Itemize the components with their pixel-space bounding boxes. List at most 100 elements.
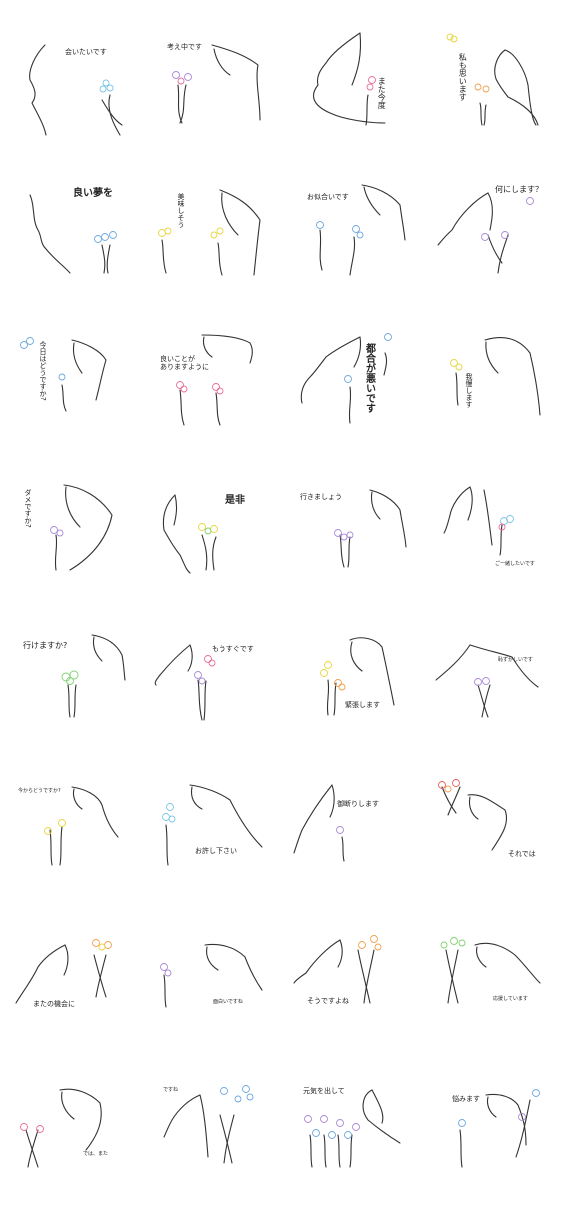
sticker-drawing	[165, 784, 263, 866]
flower-icon	[194, 655, 216, 685]
sticker-drawing	[435, 644, 539, 718]
sticker-drawing	[161, 189, 261, 276]
flower-icon	[176, 381, 224, 395]
sticker-drawing	[312, 32, 386, 126]
sticker-caption: もうすぐです	[212, 645, 254, 653]
flower-icon	[162, 803, 176, 823]
sticker-13[interactable]: ダメですか?	[10, 475, 150, 625]
sticker-29[interactable]: では、また	[10, 1075, 150, 1225]
flower-icon	[220, 1085, 254, 1103]
flower-icon	[94, 231, 117, 243]
flower-icon	[481, 197, 534, 241]
sticker-caption: 応援しています	[493, 996, 528, 1002]
sticker-caption: 今からどうですか?	[18, 788, 61, 794]
sticker-caption: また今度	[377, 77, 387, 109]
flower-icon	[358, 935, 382, 951]
sticker-19[interactable]: 緊張します	[290, 625, 430, 775]
sticker-caption: 我慢します	[465, 373, 474, 408]
sticker-caption: 悩みます	[452, 1095, 480, 1103]
sticker-drawing	[54, 484, 113, 571]
sticker-23[interactable]: 御断りします	[290, 775, 430, 925]
sticker-caption: それでは	[508, 850, 536, 858]
sticker-caption: 都合が悪いです	[363, 343, 375, 413]
sticker-21[interactable]: 今からどうですか?	[10, 775, 150, 925]
sticker-caption: 良いことが ありますように	[160, 355, 209, 372]
sticker-10[interactable]: 良いことが ありますように	[150, 325, 290, 475]
sticker-14[interactable]: 是非	[150, 475, 290, 625]
flower-icon	[320, 661, 346, 691]
sticker-drawing	[445, 942, 541, 1004]
sticker-drawing	[15, 944, 107, 1004]
sticker-caption: ダメですか?	[24, 489, 33, 528]
flower-icon	[92, 939, 112, 951]
flower-icon	[20, 1123, 44, 1133]
sticker-27[interactable]: そうですよね	[290, 925, 430, 1075]
sticker-3[interactable]: また今度	[290, 25, 430, 175]
sticker-caption: 行きましょう	[300, 493, 342, 501]
sticker-caption: お似合いです	[307, 193, 349, 201]
sticker-caption: 今日はどうですか?	[39, 341, 48, 401]
sticker-drawing	[179, 334, 253, 426]
sticker-24[interactable]: それでは	[430, 775, 562, 925]
sticker-caption: またの機会に	[33, 1000, 75, 1008]
sticker-caption: 私も思います	[458, 53, 468, 101]
flower-icon	[20, 337, 66, 381]
sticker-31[interactable]: 元気を出して	[290, 1075, 430, 1225]
sticker-16[interactable]: ご一緒したいです	[430, 475, 562, 625]
sticker-6[interactable]: 美味しそう	[150, 175, 290, 325]
sticker-drawing	[67, 634, 126, 718]
sticker-caption: そうですよね	[307, 997, 349, 1005]
flower-icon	[446, 33, 490, 93]
sticker-5[interactable]: 良い夢を	[10, 175, 150, 325]
sticker-drawing	[29, 44, 123, 136]
flower-icon	[50, 526, 64, 537]
sticker-drawing	[293, 939, 375, 1004]
sticker-28[interactable]: 応援しています	[430, 925, 562, 1075]
sticker-30[interactable]: ですね	[150, 1075, 290, 1225]
sticker-drawing	[300, 336, 388, 424]
sticker-drawing	[49, 786, 119, 866]
flower-icon	[172, 71, 192, 85]
sticker-drawing	[319, 184, 406, 276]
sticker-11[interactable]: 都合が悪いです	[290, 325, 430, 475]
sticker-caption: お許し下さい	[195, 847, 237, 855]
sticker-7[interactable]: お似合いです	[290, 175, 430, 325]
sticker-drawing	[293, 784, 345, 862]
sticker-caption: 何にします？	[495, 185, 543, 194]
sticker-caption: ですね	[163, 1087, 179, 1093]
sticker-25[interactable]: またの機会に	[10, 925, 150, 1075]
sticker-drawing	[443, 486, 503, 556]
sticker-drawing	[25, 1088, 102, 1168]
sticker-caption: では、また	[83, 1151, 109, 1157]
sticker-8[interactable]: 何にします？	[430, 175, 562, 325]
sticker-32[interactable]: 悩みます	[430, 1075, 562, 1225]
sticker-2[interactable]: 考え中です	[150, 25, 290, 175]
sticker-caption: 美味しそう	[177, 193, 186, 228]
sticker-12[interactable]: 我慢します	[430, 325, 562, 475]
sticker-15[interactable]: 行きましょう	[290, 475, 430, 625]
sticker-drawing	[459, 1093, 531, 1168]
flower-icon	[198, 523, 218, 535]
sticker-drawing	[441, 786, 508, 851]
sticker-9[interactable]: 今日はどうですか?	[10, 325, 150, 475]
sticker-4[interactable]: 私も思います	[430, 25, 562, 175]
sticker-drawing	[163, 943, 263, 1008]
sticker-20[interactable]: 恥ずかしいです	[430, 625, 562, 775]
sticker-26[interactable]: 面白いですね	[150, 925, 290, 1075]
sticker-caption: 面白いですね	[213, 999, 243, 1005]
sticker-drawing	[61, 339, 107, 412]
flower-icon	[344, 333, 392, 383]
flower-icon	[99, 79, 114, 93]
sticker-18[interactable]: もうすぐです	[150, 625, 290, 775]
flower-icon	[61, 670, 79, 685]
sticker-1[interactable]: 会いたいです	[10, 25, 150, 175]
flower-icon	[44, 819, 66, 835]
sticker-drawing	[29, 194, 111, 274]
flower-icon	[158, 227, 224, 239]
sticker-caption: 行けますか?	[23, 641, 68, 650]
sticker-caption: 会いたいです	[65, 48, 107, 56]
sticker-17[interactable]: 行けますか?	[10, 625, 150, 775]
sticker-caption: 恥ずかしいです	[498, 657, 533, 663]
sticker-drawing	[455, 337, 541, 416]
sticker-22[interactable]: お許し下さい	[150, 775, 290, 925]
